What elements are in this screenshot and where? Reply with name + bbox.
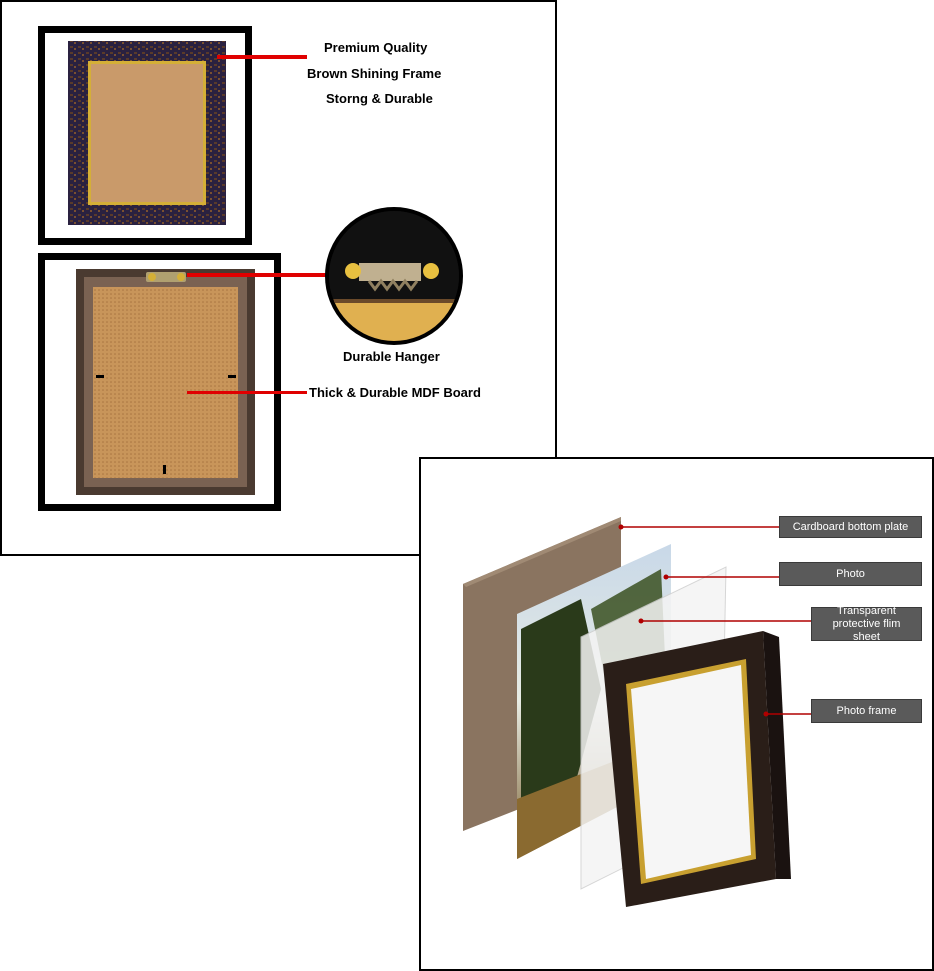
hanger-closeup-image (329, 211, 459, 341)
callout-photo-frame: Photo frame (811, 699, 922, 723)
back-frame-image (76, 269, 255, 495)
hanger-zoom-circle (325, 207, 463, 345)
top-feature-panel: Premium Quality Brown Shining Frame Stor… (0, 0, 557, 556)
quality-pointer-line (217, 55, 307, 59)
callout-transparent-sheet: Transparent protective flim sheet (811, 605, 922, 643)
feature-line-3: Storng & Durable (326, 91, 433, 106)
callout-cardboard-plate: Cardboard bottom plate (779, 516, 922, 538)
callout-photo: Photo (779, 562, 922, 586)
board-pointer-line (187, 391, 307, 394)
feature-line-1: Premium Quality (324, 40, 428, 55)
feature-line-2: Brown Shining Frame (307, 66, 442, 81)
back-frame-photo (38, 253, 281, 511)
front-frame-image (68, 41, 226, 225)
hanger-label: Durable Hanger (343, 349, 440, 364)
exploded-view-panel: Cardboard bottom plate Photo Transparent… (419, 457, 934, 971)
hanger-pointer-line (187, 273, 342, 277)
exploded-view-illustration (463, 517, 811, 907)
front-frame-photo (38, 26, 252, 245)
board-label: Thick & Durable MDF Board (309, 385, 481, 400)
